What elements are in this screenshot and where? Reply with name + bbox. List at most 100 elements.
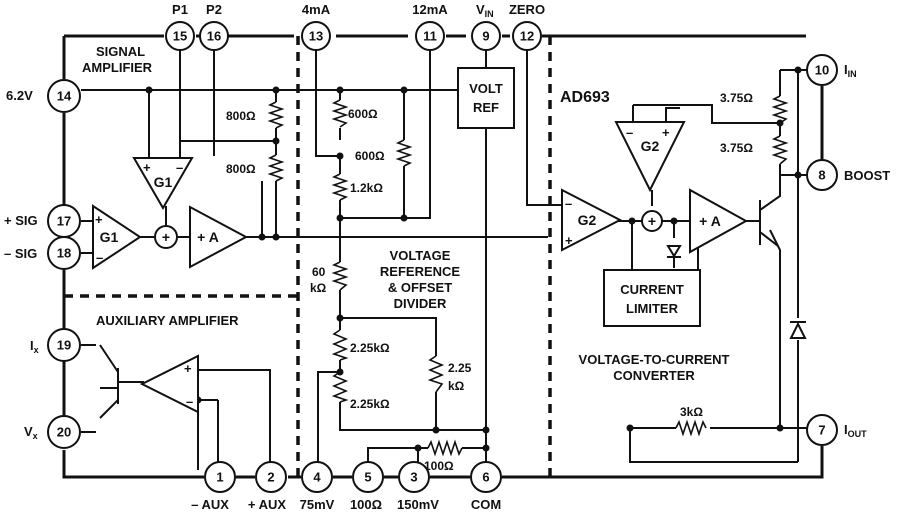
svg-text:16: 16 (207, 29, 221, 44)
pin-15-label: P1 (172, 2, 188, 17)
svg-text:19: 19 (57, 338, 71, 353)
pin-9-label: VIN (476, 2, 494, 19)
svg-text:1: 1 (216, 470, 223, 485)
svg-text:18: 18 (57, 246, 71, 261)
r2-25k-b-label: 2.25kΩ (350, 397, 390, 411)
diode-limiter (666, 245, 682, 258)
amp-g1-feedback: G1 + – (132, 157, 194, 210)
junction-dots (145, 66, 802, 452)
svg-text:+: + (565, 233, 573, 248)
svg-text:CURRENT: CURRENT (620, 282, 684, 297)
amp-g2-feedback: G2 – + (614, 121, 686, 193)
pin-2-label: + AUX (248, 497, 286, 512)
svg-text:–: – (565, 196, 572, 211)
voltage-ref-title-4: DIVIDER (394, 296, 447, 311)
pin-5-label: 100Ω (350, 497, 382, 512)
svg-text:–: – (96, 250, 103, 265)
r3-75-a-label: 3.75Ω (720, 91, 753, 105)
diode-boost (789, 321, 807, 339)
pin-8: 8 (806, 159, 838, 191)
r2-25k-c-label-1: 2.25 (448, 361, 472, 375)
pin-16-label: P2 (206, 2, 222, 17)
r60k-label-1: 60 (312, 265, 326, 279)
svg-text:+ A: + A (699, 213, 721, 229)
pin-7-label: IOUT (844, 422, 867, 439)
svg-text:14: 14 (57, 89, 72, 104)
pin-20: 20 (47, 415, 81, 449)
pin-3-label: 150mV (397, 497, 439, 512)
volt-ref-block: VOLT REF (457, 67, 515, 129)
pin-labels: P1 P2 4mA 12mA VIN ZERO 6.2V + SIG – SIG… (4, 2, 890, 512)
pin-19: 19 (47, 328, 81, 362)
svg-text:3: 3 (410, 470, 417, 485)
amp-a-signal: + A (189, 205, 249, 269)
svg-text:17: 17 (57, 214, 71, 229)
svg-text:12: 12 (520, 29, 534, 44)
pin-16: 16 (199, 21, 229, 51)
svg-text:4: 4 (313, 470, 321, 485)
pin-12: 12 (512, 21, 542, 51)
pin-6-label: COM (471, 497, 501, 512)
svg-text:15: 15 (173, 29, 187, 44)
svg-text:+: + (184, 361, 192, 376)
aux-transistor (100, 368, 119, 404)
svg-text:G1: G1 (100, 229, 119, 245)
svg-text:13: 13 (309, 29, 323, 44)
svg-text:+: + (648, 213, 656, 229)
pin-13-label: 4mA (302, 2, 331, 17)
voltage-ref-title-3: & OFFSET (388, 280, 452, 295)
pin-14-label: 6.2V (6, 88, 33, 103)
pin-7: 7 (806, 414, 838, 446)
resistor-symbols (267, 95, 789, 457)
r3k-label: 3kΩ (680, 405, 703, 419)
pin-14: 14 (47, 79, 81, 113)
pin-12-label: ZERO (509, 2, 545, 17)
amp-g2-input: G2 – + (561, 188, 623, 252)
resistor-labels: 800Ω 800Ω 600Ω 600Ω 1.2kΩ 60 kΩ 2.25kΩ 2… (226, 91, 753, 473)
converter-title-1: VOLTAGE-TO-CURRENT (579, 352, 730, 367)
voltage-ref-title-1: VOLTAGE (390, 248, 451, 263)
svg-text:G2: G2 (641, 138, 660, 154)
svg-text:5: 5 (364, 470, 371, 485)
signal-amplifier-title-2: AMPLIFIER (82, 60, 153, 75)
amp-auxiliary: + – (139, 354, 199, 414)
svg-text:9: 9 (482, 29, 489, 44)
svg-text:–: – (186, 394, 193, 409)
svg-text:+: + (662, 125, 670, 140)
r800-bottom-label: 800Ω (226, 162, 256, 176)
svg-text:LIMITER: LIMITER (626, 301, 679, 316)
chip-outline (62, 34, 824, 479)
r100-label: 100Ω (424, 459, 454, 473)
wires (81, 50, 810, 470)
svg-text:G2: G2 (578, 212, 597, 228)
section-labels: SIGNAL AMPLIFIER AUXILIARY AMPLIFIER VOL… (82, 44, 730, 383)
pin-1-label: – AUX (191, 497, 229, 512)
sum-node-signal: + (154, 225, 178, 249)
svg-text:6: 6 (482, 470, 489, 485)
pin-4: 4 (301, 461, 333, 493)
svg-text:8: 8 (818, 168, 825, 183)
pin-5: 5 (352, 461, 384, 493)
r800-top-label: 800Ω (226, 109, 256, 123)
svg-text:+ A: + A (197, 229, 219, 245)
pin-20-label: Vx (24, 424, 38, 441)
pin-17: 17 (47, 204, 81, 238)
pin-11-label: 12mA (412, 2, 448, 17)
svg-text:2: 2 (267, 470, 274, 485)
r600-a-label: 600Ω (348, 107, 378, 121)
voltage-ref-title-2: REFERENCE (380, 264, 461, 279)
svg-text:10: 10 (815, 63, 829, 78)
pin-19-label: Ix (30, 338, 39, 355)
r2-25k-a-label: 2.25kΩ (350, 341, 390, 355)
auxiliary-amplifier-title: AUXILIARY AMPLIFIER (96, 313, 239, 328)
pin-18-label: – SIG (4, 246, 37, 261)
r3-75-b-label: 3.75Ω (720, 141, 753, 155)
svg-text:–: – (176, 160, 183, 175)
svg-text:G1: G1 (154, 174, 173, 190)
svg-text:+: + (95, 212, 103, 227)
pin-6: 6 (470, 461, 502, 493)
amp-a-converter: + A (689, 188, 749, 254)
part-number: AD693 (560, 89, 610, 106)
pin-17-label: + SIG (4, 213, 38, 228)
